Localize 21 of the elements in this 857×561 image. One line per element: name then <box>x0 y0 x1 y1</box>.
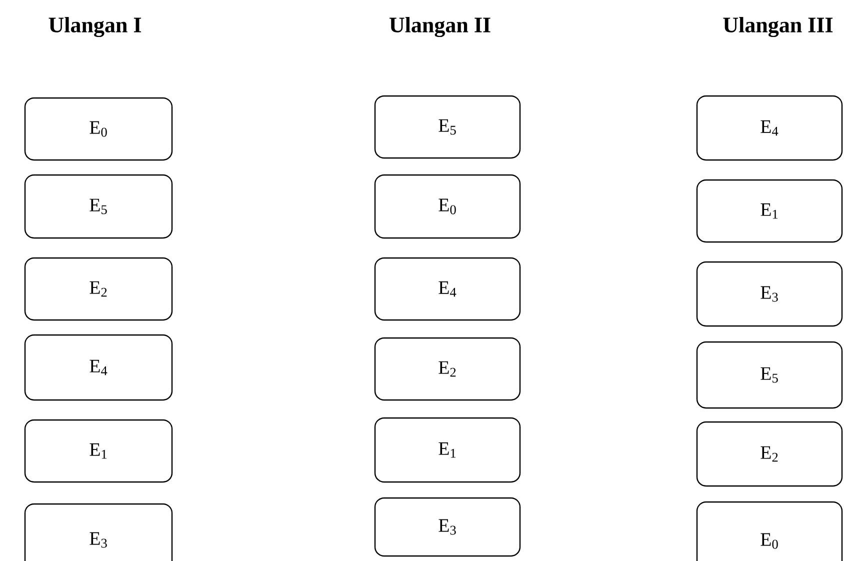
rounded-box: E$_{2}$ <box>374 337 521 401</box>
rounded-box: E$_{1}$ <box>696 179 843 243</box>
column-heading: Ulangan III <box>723 16 833 38</box>
rounded-box: E$_{2}$ <box>24 257 173 321</box>
rounded-box: E$_{5}$ <box>374 95 521 159</box>
rounded-box: E$_{3}$ <box>374 497 521 557</box>
rounded-box: E$_{5}$ <box>696 341 843 409</box>
rounded-box: E$_{4}$ <box>374 257 521 321</box>
rounded-box: E$_{0}$ <box>696 501 843 561</box>
rounded-box: E$_{0}$ <box>24 97 173 161</box>
column-heading: Ulangan II <box>390 16 490 38</box>
rounded-box: E$_{1}$ <box>24 419 173 483</box>
rounded-box: E$_{3}$ <box>696 261 843 327</box>
rounded-box: E$_{2}$ <box>696 421 843 487</box>
rounded-box: E$_{0}$ <box>374 174 521 239</box>
rounded-box: E$_{3}$ <box>24 503 173 561</box>
rounded-box: E$_{4}$ <box>696 95 843 161</box>
rounded-box: E$_{4}$ <box>24 334 173 401</box>
rounded-box: E$_{5}$ <box>24 174 173 239</box>
rounded-box: E$_{1}$ <box>374 417 521 483</box>
column-heading: Ulangan I <box>48 16 142 38</box>
